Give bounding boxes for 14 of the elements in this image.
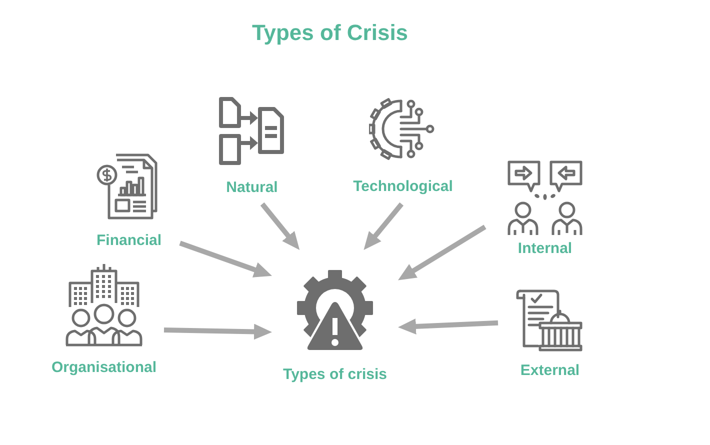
- arrow: [260, 202, 302, 252]
- hub-label: Types of crisis: [283, 366, 387, 384]
- diagram-title: Types of Crisis: [250, 19, 410, 47]
- category-label: Financial: [96, 232, 162, 250]
- arrow: [164, 324, 272, 340]
- arrow: [179, 240, 273, 278]
- arrow: [396, 224, 486, 282]
- arrow: [362, 202, 404, 252]
- category-label: External: [520, 362, 580, 380]
- category-label: Natural: [226, 179, 278, 197]
- category-label: Internal: [518, 240, 572, 258]
- category-label: Technological: [353, 178, 453, 196]
- arrow: [398, 318, 498, 334]
- category-label: Organisational: [51, 359, 157, 377]
